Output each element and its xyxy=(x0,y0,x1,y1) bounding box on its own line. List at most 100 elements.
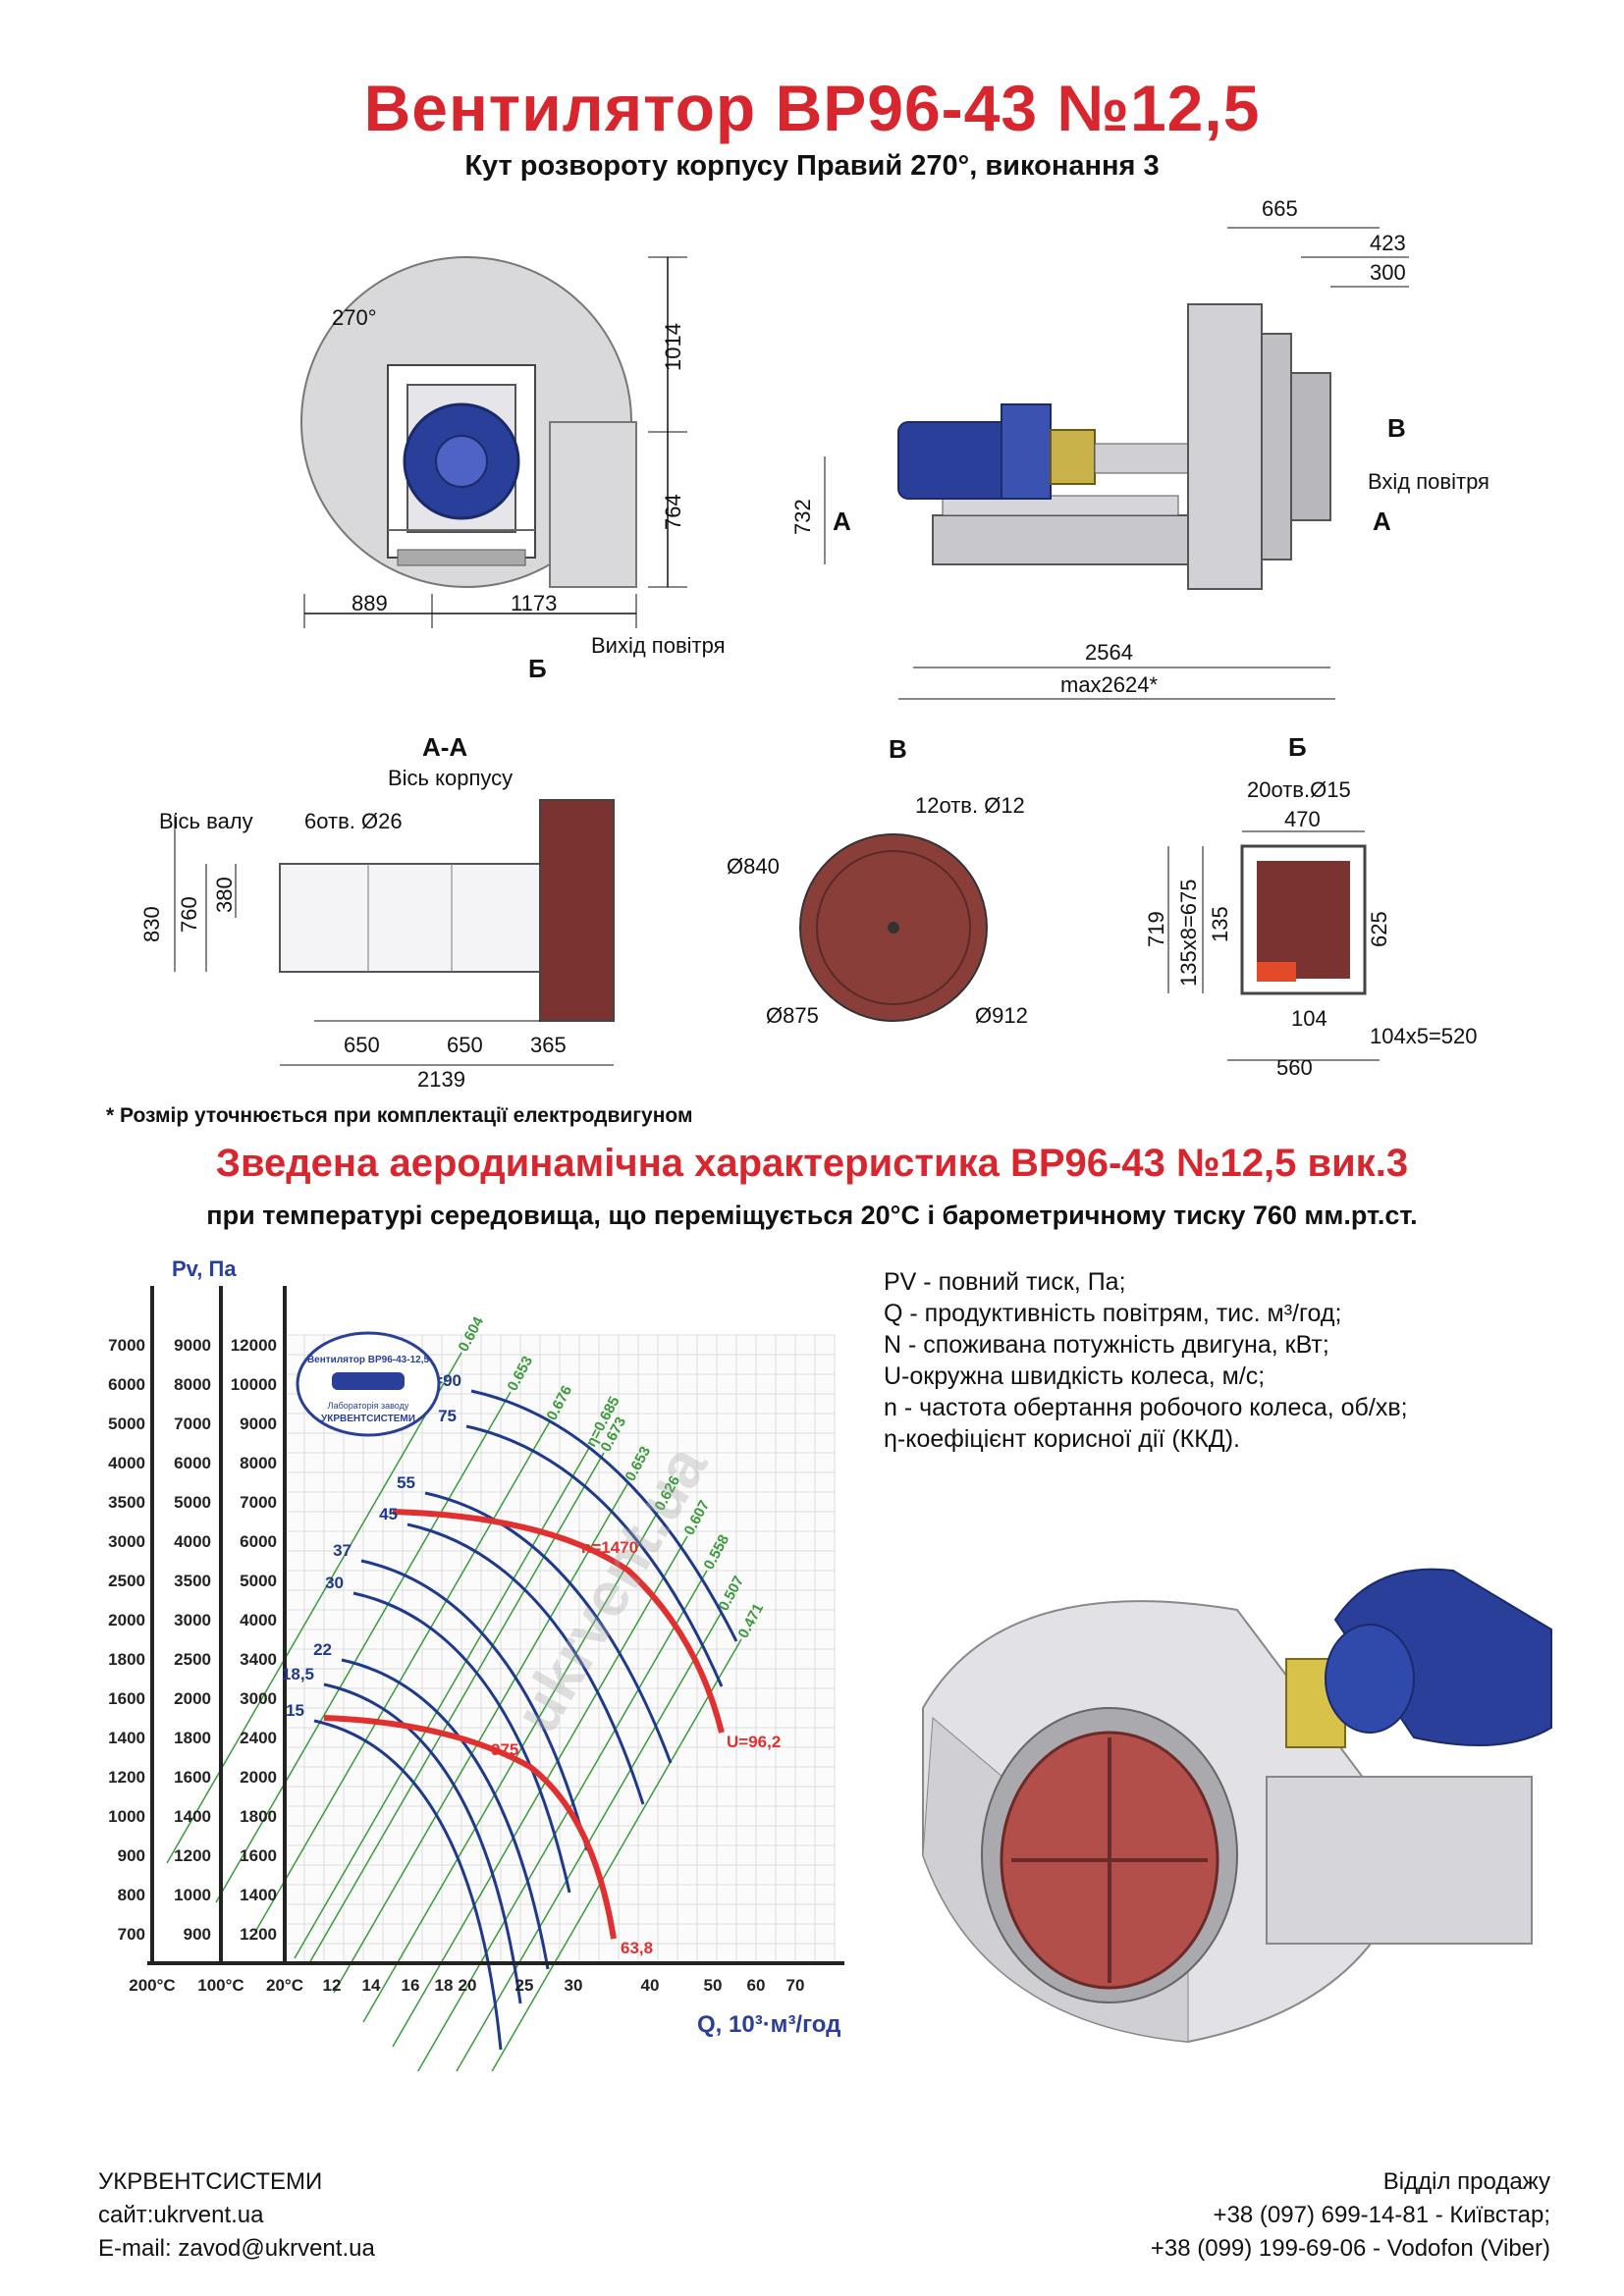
y-tick-label: 1400 xyxy=(240,1886,277,1904)
y-tick-label: 4000 xyxy=(174,1532,211,1551)
y-tick-label: 2500 xyxy=(174,1650,211,1669)
y-tick-label: 900 xyxy=(184,1925,211,1944)
x-temp-label: 100°C xyxy=(197,1976,244,1995)
y-tick-label: 1600 xyxy=(108,1689,145,1708)
power-curve xyxy=(424,1491,673,1764)
y-tick-label: 12000 xyxy=(231,1336,277,1355)
speed-label: 63,8 xyxy=(621,1939,653,1957)
y-tick-label: 5000 xyxy=(174,1493,211,1512)
page-subtitle: Кут розвороту корпусу Правий 270°, викон… xyxy=(464,150,1160,182)
efficiency-line xyxy=(166,1352,462,1864)
email-link[interactable]: E-mail: zavod@ukrvent.ua xyxy=(98,2235,375,2262)
y-tick-label: 3500 xyxy=(108,1493,145,1512)
dim-front-width-left: 889 xyxy=(352,591,388,615)
y-tick-label: 7000 xyxy=(108,1336,145,1355)
dim-front-height-bottom: 764 xyxy=(661,494,685,530)
x-axis-title: Q, 10³·м³/год xyxy=(697,2011,840,2038)
y-tick-label: 7000 xyxy=(174,1415,211,1433)
inlet-label: Вхід повітря xyxy=(1368,469,1489,494)
x-tick-label: 40 xyxy=(641,1976,660,1995)
section-aa-view: А-А Вісь корпусу Вісь валу 6отв. Ø26 830… xyxy=(139,732,615,1092)
outlet-label: Вихід повітря xyxy=(591,633,726,658)
power-curve xyxy=(470,1389,738,1642)
efficiency-line xyxy=(416,1570,708,2071)
legend-item: n - частота обертання робочого колеса, о… xyxy=(884,1394,1408,1421)
y-tick-label: 5000 xyxy=(108,1415,145,1433)
y-tick-label: 6000 xyxy=(240,1532,277,1551)
d875-label: Ø875 xyxy=(766,1003,819,1028)
dim-2564: 2564 xyxy=(1085,640,1133,665)
chart-labels: 7000600050004000350030002500200018001600… xyxy=(108,1256,840,2038)
v-holes-label: 12отв. Ø12 xyxy=(915,793,1025,818)
legend-item: PV - повний тиск, Па; xyxy=(884,1268,1126,1296)
y-tick-label: 1800 xyxy=(174,1729,211,1747)
section-b-title: Б xyxy=(1288,732,1307,762)
y-tick-label: 1000 xyxy=(174,1886,211,1904)
x-tick-label: 20 xyxy=(459,1976,477,1995)
section-b-view: Б 20отв.Ø15 470 719 135х8=675 135 625 10… xyxy=(1144,732,1478,1080)
x-tick-label: 25 xyxy=(515,1976,534,1995)
technical-drawings: 270° 1014 764 889 1173 Вихід повітря Б 6… xyxy=(139,196,1489,1092)
y-tick-label: 1200 xyxy=(240,1925,277,1944)
page-title: Вентилятор ВР96-43 №12,5 xyxy=(363,72,1261,144)
y-tick-label: 1600 xyxy=(240,1846,277,1865)
phone-vodafone[interactable]: +38 (099) 199-69-06 - Vodofon (Viber) xyxy=(1150,2235,1550,2262)
efficiency-line xyxy=(254,1420,551,1933)
dim-300: 300 xyxy=(1370,260,1406,285)
legend-item: U-окружна швидкість колеса, м/с; xyxy=(884,1362,1266,1390)
section-aa-title: А-А xyxy=(422,732,467,762)
power-curve xyxy=(313,1719,503,2051)
dim-135: 135 xyxy=(1208,906,1232,942)
y-tick-label: 1400 xyxy=(108,1729,145,1747)
power-curve xyxy=(406,1522,645,1805)
dim-470: 470 xyxy=(1284,807,1321,831)
d912-label: Ø912 xyxy=(975,1003,1028,1028)
website-link[interactable]: сайт:ukrvent.ua xyxy=(98,2202,264,2228)
dim-732: 732 xyxy=(790,499,815,535)
b-holes-label: 20отв.Ø15 xyxy=(1247,777,1351,802)
section-v-view: В 12отв. Ø12 Ø840 Ø875 Ø912 xyxy=(727,734,1028,1028)
fan-3d-render xyxy=(922,1568,1552,2044)
efficiency-line xyxy=(456,1611,723,2071)
legend-item: Q - продуктивність повітрям, тис. м³/год… xyxy=(884,1300,1342,1327)
y-tick-label: 1200 xyxy=(174,1846,211,1865)
y-tick-label: 6000 xyxy=(108,1375,145,1394)
dim-max2624: max2624* xyxy=(1060,672,1159,697)
dim-front-height-top: 1014 xyxy=(661,323,685,371)
power-curve xyxy=(352,1591,571,1894)
power-curves xyxy=(313,1389,738,2051)
power-label: 18,5 xyxy=(282,1665,314,1683)
power-label: 15 xyxy=(286,1701,304,1720)
aa-holes-label: 6отв. Ø26 xyxy=(304,809,403,833)
y-tick-label: 1200 xyxy=(108,1768,145,1787)
dim-650-b: 650 xyxy=(447,1033,483,1057)
y-tick-label: 1600 xyxy=(174,1768,211,1787)
x-temp-label: 200°C xyxy=(129,1976,175,1995)
y-tick-label: 9000 xyxy=(174,1336,211,1355)
y-tick-label: 700 xyxy=(118,1925,145,1944)
phone-kyivstar[interactable]: +38 (097) 699-14-81 - Київстар; xyxy=(1213,2202,1550,2228)
power-curve xyxy=(323,1682,522,2004)
efficiency-line xyxy=(215,1391,512,1903)
rpm-label: 975 xyxy=(491,1740,518,1759)
dim-650-a: 650 xyxy=(344,1033,380,1057)
rpm-label: n=1470 xyxy=(581,1538,638,1557)
y-tick-label: 2400 xyxy=(240,1729,277,1747)
section-a-right: А xyxy=(1373,507,1391,536)
power-curve xyxy=(465,1424,724,1687)
dim-365: 365 xyxy=(530,1033,567,1057)
x-tick-label: 50 xyxy=(704,1976,723,1995)
power-label: 45 xyxy=(379,1505,398,1523)
lab-badge: Вентилятор ВР96-43-12,5 Лабораторія заво… xyxy=(296,1331,441,1437)
x-tick-label: 60 xyxy=(747,1976,766,1995)
chart-subtitle: при температурі середовища, що переміщує… xyxy=(206,1201,1418,1230)
y-tick-label: 8000 xyxy=(240,1454,277,1472)
y-tick-label: 7000 xyxy=(240,1493,277,1512)
angle-label: 270° xyxy=(332,305,377,330)
legend-item: η-коефіцієнт корисної дії (ККД). xyxy=(884,1425,1240,1453)
sales-label: Відділ продажу xyxy=(1382,2168,1550,2195)
y-tick-label: 900 xyxy=(118,1846,145,1865)
housing-axis-label: Вісь корпусу xyxy=(388,766,513,790)
y-tick-label: 3000 xyxy=(174,1611,211,1629)
d840-label: Ø840 xyxy=(727,854,780,879)
